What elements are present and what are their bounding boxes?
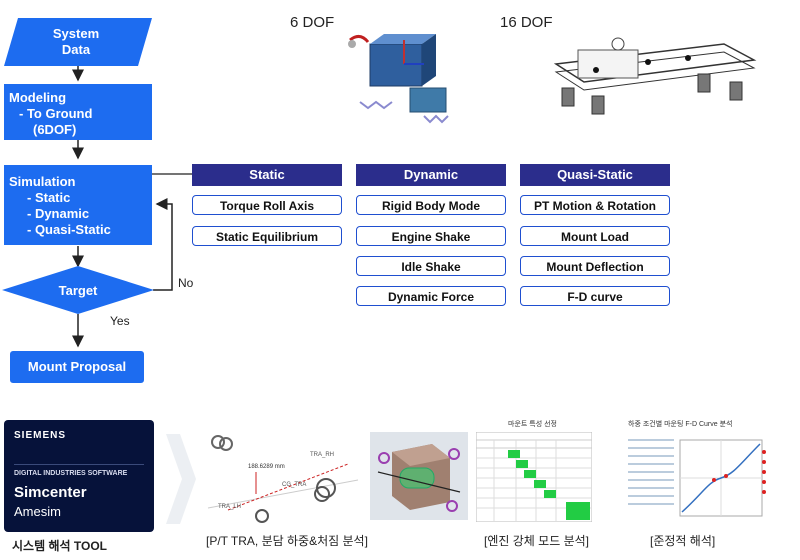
item-torque-roll-axis: Torque Roll Axis (192, 195, 342, 215)
division-label: DIGITAL INDUSTRIES SOFTWARE (14, 470, 128, 477)
engine-mode-image (370, 432, 468, 520)
six-dof-label: 6 DOF (290, 14, 335, 31)
cg-tra-label: CG_TRA (282, 482, 306, 488)
system-data-shape (4, 18, 152, 66)
tra-lh-label: TRA_LH (218, 504, 241, 510)
chevron-right-icon (166, 434, 196, 524)
caption-engine-mode: [엔진 강체 모드 분석] (484, 534, 589, 548)
system-data-label: System Data (52, 26, 100, 57)
item-engine-shake: Engine Shake (356, 226, 506, 246)
mount-table-image (476, 432, 592, 522)
item-idle-shake: Idle Shake (356, 256, 506, 276)
siemens-brand: SIEMENS (14, 430, 67, 441)
fd-chart-title: 하중 조건별 마운팅 F-D Curve 분석 (628, 421, 733, 428)
product-name: Simcenter (14, 484, 87, 501)
simulation-box: Simulation - Static - Dynamic - Quasi-St… (4, 165, 152, 245)
column-head-static: Static (192, 164, 342, 186)
column-head-quasi-static: Quasi-Static (520, 164, 670, 186)
tra-rh-label: TRA_RH (310, 452, 334, 458)
divider (14, 464, 144, 465)
yes-label: Yes (110, 314, 130, 328)
tra-analysis-image: 188.6289 mm TRA_RH TRA_LH CG_TRA (207, 435, 359, 523)
item-mount-deflection: Mount Deflection (520, 256, 670, 276)
item-rigid-body-mode: Rigid Body Mode (356, 195, 506, 215)
item-dynamic-force: Dynamic Force (356, 286, 506, 306)
caption-tra: [P/T TRA, 분담 하중&처짐 분석] (206, 534, 368, 548)
caption-quasi-static: [준정적 해석] (650, 534, 716, 548)
flowchart-connectors (72, 66, 193, 348)
no-label: No (178, 276, 194, 290)
column-head-dynamic: Dynamic (356, 164, 506, 186)
sixteen-dof-model-image (553, 37, 757, 115)
item-fd-curve: F-D curve (520, 286, 670, 306)
six-dof-model-image (348, 34, 449, 124)
target-label: Target (58, 283, 98, 298)
item-static-equilibrium: Static Equilibrium (192, 226, 342, 246)
fd-curve-image (624, 432, 774, 524)
product-sub: Amesim (14, 504, 61, 519)
mount-proposal-box: Mount Proposal (10, 351, 144, 383)
modeling-box: Modeling - To Ground (6DOF) (4, 84, 152, 140)
target-diamond (2, 266, 154, 314)
mount-table-title: 마운트 특성 선정 (508, 421, 557, 428)
simcenter-logo-card: SIEMENS DIGITAL INDUSTRIES SOFTWARE Simc… (4, 420, 154, 532)
sixteen-dof-label: 16 DOF (500, 14, 553, 31)
item-pt-motion-rotation: PT Motion & Rotation (520, 195, 670, 215)
tool-caption: 시스템 해석 TOOL (12, 539, 107, 553)
tra-measure-text: 188.6289 mm (248, 464, 285, 470)
item-mount-load: Mount Load (520, 226, 670, 246)
